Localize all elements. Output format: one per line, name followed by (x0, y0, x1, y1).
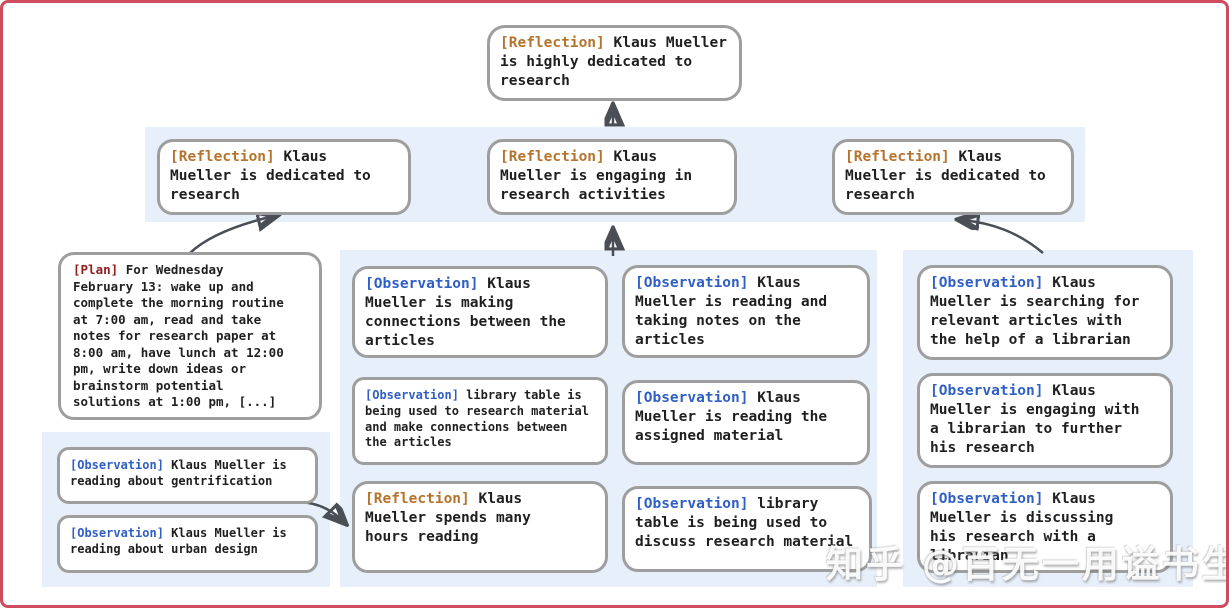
observation-tag: [Observation] (365, 276, 479, 292)
node-obs-gentrification: [Observation]Klaus Mueller is reading ab… (57, 447, 318, 504)
node-obs-searching-articles: [Observation]Klaus Mueller is searching … (917, 265, 1173, 360)
node-text: Klaus Mueller is highly dedicated to res… (500, 35, 727, 90)
observation-tag: [Observation] (930, 275, 1044, 291)
node-obs-engaging-librarian: [Observation]Klaus Mueller is engaging w… (917, 373, 1173, 468)
node-obs-making-connections: [Observation]Klaus Mueller is making con… (352, 266, 608, 358)
node-text: Klaus Mueller is discussing his research… (930, 491, 1114, 565)
reflection-tag: [Reflection] (845, 149, 950, 165)
observation-tag: [Observation] (930, 383, 1044, 399)
reflection-tag: [Reflection] (365, 491, 470, 507)
node-text: Klaus Mueller is reading about urban des… (70, 526, 287, 556)
node-text: Klaus Mueller is reading the assigned ma… (635, 390, 828, 445)
plan-tag: [Plan] (73, 262, 119, 277)
node-text: Klaus Mueller is reading and taking note… (635, 275, 828, 349)
node-obs-assigned-material: [Observation]Klaus Mueller is reading th… (622, 380, 870, 465)
node-obs-urban-design: [Observation]Klaus Mueller is reading ab… (57, 515, 318, 573)
reflection-tag: [Reflection] (500, 149, 605, 165)
node-obs-discussing-librarian: [Observation]Klaus Mueller is discussing… (917, 481, 1173, 573)
observation-tag: [Observation] (635, 496, 749, 512)
node-text: Klaus Mueller spends many hours reading (365, 491, 531, 546)
node-text: For Wednesday February 13: wake up and c… (73, 262, 284, 409)
observation-tag: [Observation] (930, 491, 1044, 507)
node-text: Klaus Mueller is engaging in research ac… (500, 149, 693, 204)
node-text: Klaus Mueller is reading about gentrific… (70, 458, 287, 488)
node-text: Klaus Mueller is engaging with a librari… (930, 383, 1140, 457)
observation-tag: [Observation] (365, 388, 459, 402)
node-obs-library-research: [Observation]library table is being used… (352, 377, 608, 465)
observation-tag: [Observation] (70, 458, 164, 472)
node-text: library table is being used to discuss r… (635, 496, 854, 551)
node-reflection-middle: [Reflection]Klaus Mueller is engaging in… (487, 139, 737, 215)
node-reflection-hours-reading: [Reflection]Klaus Mueller spends many ho… (352, 481, 608, 573)
reflection-tag: [Reflection] (500, 35, 605, 51)
node-reflection-left: [Reflection]Klaus Mueller is dedicated t… (157, 139, 411, 215)
node-root-reflection: [Reflection]Klaus Mueller is highly dedi… (487, 25, 742, 101)
node-obs-library-discuss: [Observation]library table is being used… (622, 486, 872, 572)
zhihu-watermark: 知乎 @百无一用谥书生 (826, 543, 1229, 586)
node-text: Klaus Mueller is dedicated to research (170, 149, 371, 204)
observation-tag: [Observation] (70, 526, 164, 540)
node-plan: [Plan]For Wednesday February 13: wake up… (58, 252, 322, 420)
node-obs-taking-notes: [Observation]Klaus Mueller is reading an… (622, 265, 870, 358)
node-reflection-right: [Reflection]Klaus Mueller is dedicated t… (832, 139, 1074, 215)
arrow-right-to-reflection (962, 220, 1044, 254)
node-text: Klaus Mueller is searching for relevant … (930, 275, 1140, 349)
node-text: Klaus Mueller is dedicated to research (845, 149, 1046, 204)
observation-tag: [Observation] (635, 275, 749, 291)
reflection-tag: [Reflection] (170, 149, 275, 165)
arrow-plan-to-reflection (189, 216, 274, 254)
node-text: library table is being used to research … (365, 388, 589, 450)
node-text: Klaus Mueller is making connections betw… (365, 276, 566, 350)
observation-tag: [Observation] (635, 390, 749, 406)
